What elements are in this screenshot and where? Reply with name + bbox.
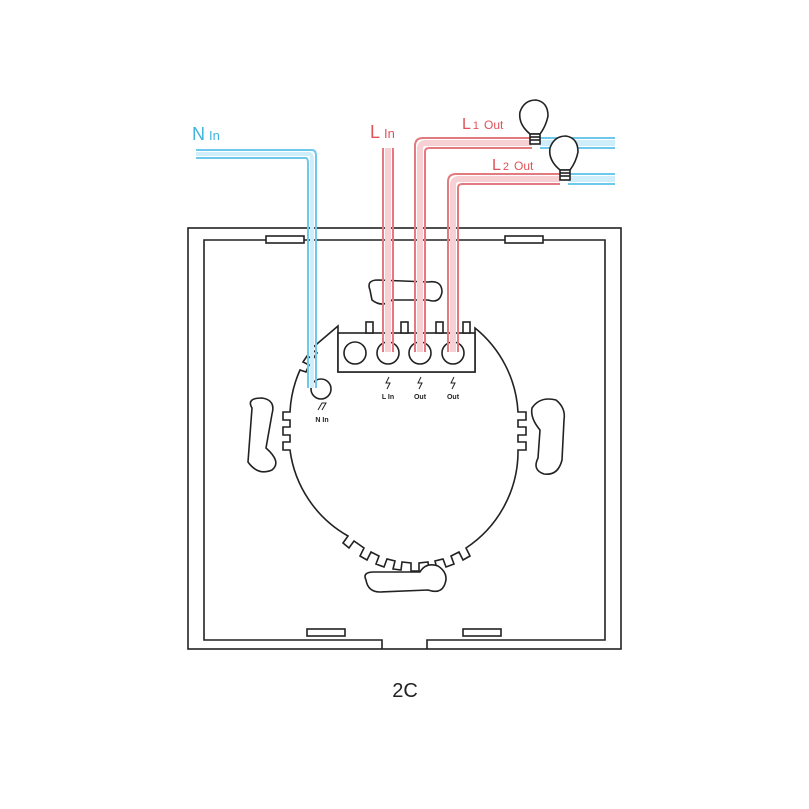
terminal-label-l-in: L In <box>382 394 394 401</box>
label-l2-out-main: L <box>492 157 501 174</box>
live-symbol-icon <box>385 376 456 390</box>
terminal-hole-empty <box>343 341 367 365</box>
mounting-body <box>282 324 527 572</box>
wire-l2-out <box>447 173 560 352</box>
label-n-in-main: N <box>192 124 205 144</box>
wire-neutral <box>196 149 317 388</box>
label-l2-out-digit: 2 <box>503 161 509 173</box>
label-n-in-sub: In <box>209 128 220 143</box>
label-l-in-main: L <box>370 122 380 142</box>
neutral-symbol-icon <box>317 402 327 411</box>
wire-live-in <box>382 148 394 352</box>
bulb-icon <box>548 135 579 181</box>
label-l1-out-digit: 1 <box>473 120 479 132</box>
label-l1-out-main: L <box>462 116 471 133</box>
label-l-in: L In <box>370 122 395 142</box>
label-l2-out-sub: Out <box>514 159 534 173</box>
terminal-label-n-in: N In <box>315 417 328 424</box>
wire-l1-out <box>414 137 532 352</box>
label-l1-out-sub: Out <box>484 118 504 132</box>
terminal-label-out1: Out <box>414 394 427 401</box>
label-n-in: N In <box>192 124 220 144</box>
slot-right <box>530 398 566 476</box>
wire-l2-return <box>568 173 615 185</box>
label-l-in-sub: In <box>384 126 395 141</box>
bulb-icon <box>518 99 549 145</box>
terminal-label-out2: Out <box>447 394 460 401</box>
switch-frame <box>187 227 622 650</box>
diagram-caption: 2C <box>392 680 418 702</box>
slot-top <box>368 279 443 305</box>
slot-bottom <box>364 564 447 593</box>
slot-left <box>247 397 277 473</box>
